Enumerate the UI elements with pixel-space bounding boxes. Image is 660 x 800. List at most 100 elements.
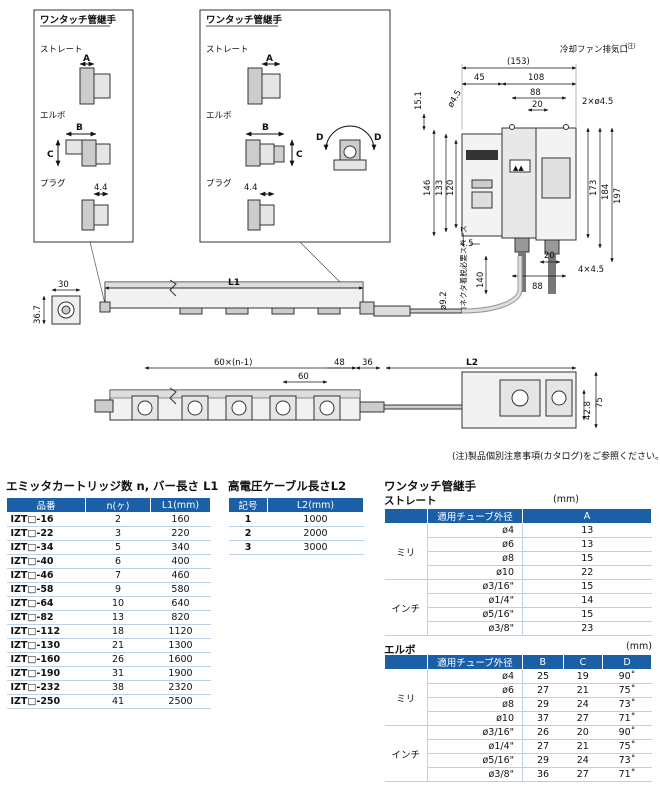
table-cell: 27	[563, 711, 603, 726]
table-cell: 36	[522, 767, 564, 782]
table-cell: 13	[85, 610, 151, 625]
connector-note: コネクタ着脱必要スペース	[458, 225, 468, 314]
table-cell: 2	[85, 512, 151, 527]
table-cell: 340	[150, 540, 211, 555]
elbow-fitting-shape	[245, 131, 295, 167]
controller-bottom-view	[461, 371, 577, 429]
col-header: A	[522, 508, 652, 524]
dim-phi-9-2: ø9.2	[439, 291, 449, 310]
model-cell: IZT□-22	[6, 526, 86, 541]
cable-table-title: 高電圧ケーブル長さL2	[228, 479, 347, 493]
tube-size-cell: ø5/16"	[427, 753, 523, 768]
tube-size-cell: ø3/16"	[427, 725, 523, 740]
table-cell: 13	[522, 537, 652, 552]
table-cell: 15	[522, 551, 652, 566]
straight-subtitle: ストレート	[384, 495, 437, 507]
dim-140: 140	[476, 272, 486, 288]
table-cell: 27	[522, 739, 564, 754]
dim-75: 75	[595, 397, 605, 408]
fan-note: 冷却ファン排気口	[560, 44, 628, 55]
technical-drawing: ワンタッチ管継手 ストレート エルボ プラグ A B C 4.4	[33, 9, 636, 429]
tube-size-cell: ø8	[427, 551, 523, 566]
dim-42-8: 42.8	[583, 401, 593, 420]
table-cell: 21	[85, 638, 151, 653]
tube-size-cell: ø3/16"	[427, 579, 523, 594]
table-cell: 31	[85, 666, 151, 681]
fitting-detail-box-right: ワンタッチ管継手 ストレート エルボ プラグ A B C D D	[199, 9, 391, 243]
model-cell: IZT□-82	[6, 610, 86, 625]
model-cell: IZT□-190	[6, 666, 86, 681]
table-cell: 18	[85, 624, 151, 639]
label-straight: ストレート	[206, 45, 249, 55]
table-cell: 1120	[150, 624, 211, 639]
col-header: 品番	[6, 497, 86, 513]
dim-120: 120	[446, 180, 456, 196]
tube-size-cell: ø5/16"	[427, 607, 523, 622]
dim-36: 36	[362, 358, 373, 368]
table-cell: 26	[522, 725, 564, 740]
dim-phi-4-5: ø4.5	[446, 88, 464, 109]
label-elbow: エルボ	[206, 111, 232, 121]
table-cell: 15	[522, 607, 652, 622]
table-cell: 19	[563, 669, 603, 684]
bar-end-view	[42, 288, 81, 325]
table-cell: 26	[85, 652, 151, 667]
table-row: ø3/8"23	[385, 621, 652, 636]
dim-4x-hole: 4×4.5	[578, 265, 604, 275]
leader-line-left	[89, 241, 107, 309]
dim-l2: L2	[466, 358, 478, 368]
dim-plug: 4.4	[244, 183, 258, 193]
dim-30: 30	[58, 280, 69, 290]
table-cell: 1000	[267, 512, 364, 527]
ionizer-bar-top-view	[99, 256, 523, 317]
table-row: ø1/4"14	[385, 593, 652, 608]
fitting-detail-box-left: ワンタッチ管継手 ストレート エルボ プラグ A B C 4.4	[33, 9, 134, 243]
elbow-fitting-shape	[55, 131, 111, 167]
table-cell: 73˚	[602, 753, 652, 768]
table-cell: 820	[150, 610, 211, 625]
col-header: C	[562, 654, 604, 670]
dim-173: 173	[589, 180, 599, 196]
table-cell: 9	[85, 582, 151, 597]
col-header: D	[602, 654, 652, 670]
model-cell: IZT□-160	[6, 652, 86, 667]
table-cell: 37	[522, 711, 564, 726]
model-cell: IZT□-130	[6, 638, 86, 653]
dim-d-right: D	[374, 133, 381, 143]
table-cell: 1600	[150, 652, 211, 667]
table-cell: 29	[522, 697, 564, 712]
dim-b: B	[76, 123, 83, 133]
dim-b: B	[262, 123, 269, 133]
plug-shape	[247, 191, 275, 231]
dim-15-1: 15.1	[414, 91, 424, 110]
dim-a: A	[266, 54, 273, 64]
tube-size-cell: ø3/8"	[427, 767, 523, 782]
dim-d-left: D	[316, 133, 323, 143]
table-cell: 75˚	[602, 683, 652, 698]
dim-108: 108	[528, 73, 544, 83]
table-cell: 15	[522, 579, 652, 594]
fittings-title: ワンタッチ管継手	[384, 479, 476, 493]
group-cell: ミリ	[384, 669, 428, 726]
table-cell: 25	[522, 669, 564, 684]
dim-45: 45	[474, 73, 485, 83]
table-cell: 160	[150, 512, 211, 527]
table-cell: 20	[563, 725, 603, 740]
front-view-dimensions	[144, 366, 598, 429]
dim-l1: L1	[228, 278, 240, 288]
